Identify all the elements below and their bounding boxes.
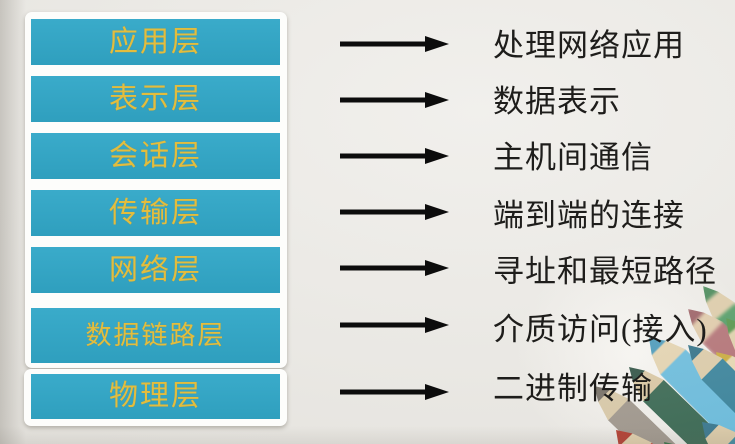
right-arrow-icon bbox=[340, 204, 449, 220]
right-arrow-icon bbox=[340, 317, 449, 333]
layer-label-session: 会话层 bbox=[108, 139, 202, 172]
right-arrow-icon bbox=[340, 36, 449, 52]
layer-box-network: 网络层 bbox=[31, 247, 280, 293]
layer-box-application: 应用层 bbox=[31, 19, 280, 65]
layer-box-data-link: 数据链路层 bbox=[31, 308, 280, 363]
layer-description-session: 主机间通信 bbox=[493, 140, 653, 175]
right-arrow-icon bbox=[340, 148, 449, 164]
layer-description-network: 寻址和最短路径 bbox=[493, 254, 717, 289]
layer-description-presentation: 数据表示 bbox=[493, 84, 621, 119]
layer-description-data-link: 介质访问(接入) bbox=[493, 312, 708, 347]
layer-box-presentation: 表示层 bbox=[31, 76, 280, 122]
layer-description-physical: 二进制传输 bbox=[493, 371, 653, 406]
layer-description-transport: 端到端的连接 bbox=[493, 198, 685, 233]
layer-box-session: 会话层 bbox=[31, 133, 280, 179]
layer-label-physical: 物理层 bbox=[108, 380, 202, 412]
layer-label-transport: 传输层 bbox=[108, 196, 202, 229]
right-arrow-icon bbox=[340, 384, 449, 400]
layer-label-application: 应用层 bbox=[108, 25, 202, 58]
right-arrow-icon bbox=[340, 92, 449, 108]
layer-description-application: 处理网络应用 bbox=[493, 28, 685, 63]
layer-label-data-link: 数据链路层 bbox=[85, 320, 226, 350]
right-arrow-icon bbox=[340, 260, 449, 276]
layer-label-presentation: 表示层 bbox=[108, 82, 202, 115]
layer-label-network: 网络层 bbox=[108, 253, 202, 286]
layer-box-transport: 传输层 bbox=[31, 190, 280, 236]
layer-box-physical: 物理层 bbox=[31, 374, 280, 419]
